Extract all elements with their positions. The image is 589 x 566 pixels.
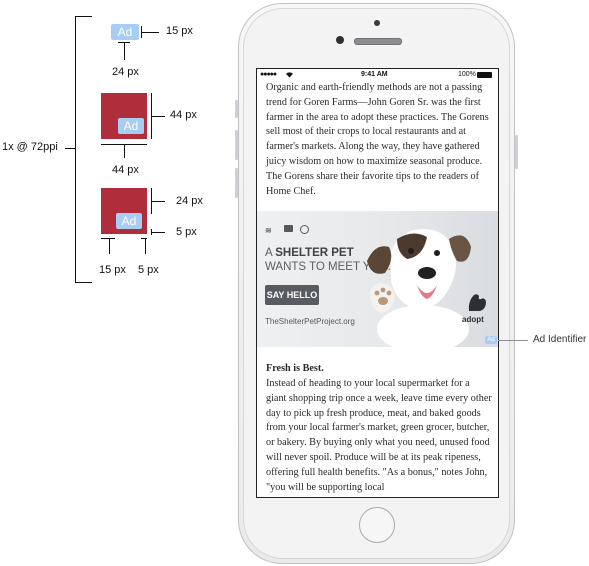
wifi-icon xyxy=(286,72,293,78)
ad-headline-prefix: A xyxy=(265,247,276,259)
bracket-top xyxy=(75,16,92,17)
power-button xyxy=(515,135,518,169)
dim-label-small-offset: 24 px xyxy=(112,66,139,78)
bracket-tick xyxy=(65,148,75,149)
ad-headline-line2: WANTS TO MEET YOU. xyxy=(265,261,391,273)
dim-cap xyxy=(141,26,142,38)
article-intro: Organic and earth-friendly methods are n… xyxy=(266,82,489,197)
proximity-sensor xyxy=(374,20,380,26)
ad-banner[interactable]: ≋ A SHELTER PET WANTS TO MEET YOU. SAY H… xyxy=(257,211,498,347)
spec-bottom-badge: Ad xyxy=(116,213,142,229)
dim-line xyxy=(124,144,125,158)
status-bar: ●●●●● 9:41 AM 100% xyxy=(257,69,498,82)
dim-label-bottom-margin: 5 px xyxy=(176,226,197,238)
say-hello-button[interactable]: SAY HELLO xyxy=(265,285,319,305)
sponsor-logo-icon xyxy=(284,225,293,232)
callout-leader-line xyxy=(498,340,528,341)
dim-label-medium-height: 44 px xyxy=(170,109,197,121)
battery-icon xyxy=(477,72,492,78)
spec-medium-badge: Ad xyxy=(118,118,144,134)
home-button[interactable] xyxy=(359,507,395,543)
spec-small-badge: Ad xyxy=(111,24,139,40)
dim-line xyxy=(124,42,125,60)
earpiece-speaker xyxy=(354,38,402,45)
dim-line xyxy=(109,238,110,254)
mute-switch xyxy=(235,100,238,118)
signal-icon: ●●●●● xyxy=(260,71,277,78)
ad-headline-bold: SHELTER PET xyxy=(275,247,354,259)
dim-label-small-badge: 15 px xyxy=(166,25,193,37)
ad-url[interactable]: TheShelterPetProject.org xyxy=(265,317,355,326)
dim-line xyxy=(151,116,165,117)
dim-label-bottom-left: 15 px xyxy=(99,264,126,276)
bracket-vertical xyxy=(75,16,76,283)
ad-identifier-badge[interactable]: Ad xyxy=(485,336,497,344)
volume-up-button xyxy=(235,130,238,160)
sponsor-logo-icon xyxy=(300,225,309,234)
article-body: Instead of heading to your local superma… xyxy=(266,378,492,493)
article-heading: Fresh is Best. xyxy=(266,363,324,374)
ad-headline: A SHELTER PET WANTS TO MEET YOU. xyxy=(265,246,391,274)
sponsor-logo-icon: ≋ xyxy=(265,226,272,235)
dim-label-bottom-right: 5 px xyxy=(138,264,159,276)
dim-line xyxy=(151,201,165,202)
dim-line xyxy=(101,238,115,239)
bracket-bottom xyxy=(75,282,92,283)
dim-line xyxy=(151,232,165,233)
dim-line xyxy=(141,32,159,33)
battery-percent: 100% xyxy=(458,71,476,78)
front-camera xyxy=(336,36,344,44)
dim-line xyxy=(145,238,146,254)
dim-cap xyxy=(118,42,130,43)
dog-photo xyxy=(367,229,471,347)
adopt-logo: adopt xyxy=(462,315,484,324)
dim-label-medium-width: 44 px xyxy=(112,164,139,176)
volume-down-button xyxy=(235,168,238,198)
dim-line xyxy=(141,238,147,239)
status-time: 9:41 AM xyxy=(361,71,388,78)
dim-label-bottom-offset: 24 px xyxy=(176,195,203,207)
scale-label: 1x @ 72ppi xyxy=(2,141,58,153)
ad-identifier-callout: Ad Identifier xyxy=(533,334,587,345)
adopt-paw-icon xyxy=(468,294,486,311)
phone-screen: ●●●●● 9:41 AM 100% Organic and earth-fri… xyxy=(256,68,499,498)
